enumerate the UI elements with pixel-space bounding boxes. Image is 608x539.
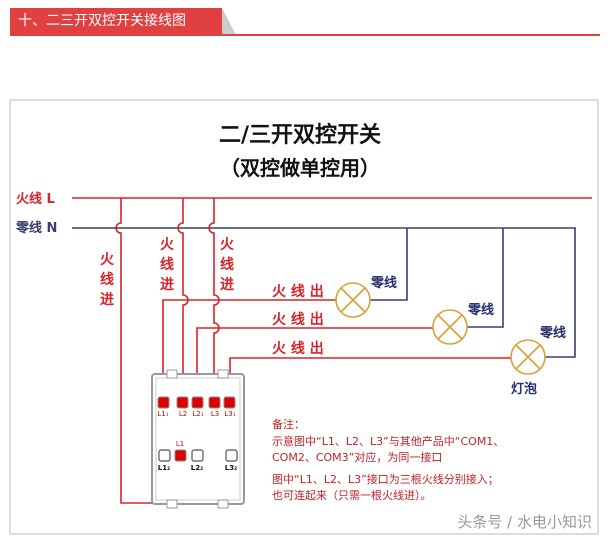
terminal-label: L1 [176,440,184,448]
terminal-label: L3 [211,410,219,418]
live-in-label-3: 线 [220,256,234,273]
live-out-label-2: 火 线 出 [272,311,324,328]
terminal-label: L2 [179,410,187,418]
neutral-wires [72,227,576,358]
live-in-label-1: 火 [100,252,115,268]
neutral-label-1: 零线 [370,275,397,291]
live-in-label-2: 线 [160,256,174,273]
neutral-label-3: 零线 [539,325,566,341]
live-in-label-1: 线 [100,271,114,288]
diagram-title: 二/三开双控开关 [219,122,381,148]
header-corner [222,8,236,35]
terminal-label: L3₂ [225,464,237,472]
note-heading: 备注： [272,417,305,431]
live-out-wire-1 [162,299,336,398]
neutral-label-2: 零线 [467,302,494,318]
diagram-frame [9,99,599,535]
terminal-label: L1₂ [158,464,170,472]
live-in-label-3: 火 [220,237,235,253]
note-line: 示意图中“L1、L2、L3”与其他产品中“COM1、 [272,434,504,448]
live-in-label-1: 进 [100,292,114,308]
section-header: 十、二三开双控开关接线图 [10,8,222,35]
note-line: COM2、COM3”对应，为同一接口 [272,450,442,464]
neutral-label: 零线 N [15,220,57,236]
switch-body: L1₁ L2 L2₁ L3 L3₁ L1 L1₂ L2₂ L3₂ [151,369,245,509]
live-in-label-2: 火 [160,237,175,253]
bulb-label: 灯泡 [511,381,537,397]
live-in-wire-2 [177,198,189,398]
terminal-label: L3₁ [224,410,235,418]
terminal-label: L2₂ [191,464,203,472]
header-divider [10,34,600,36]
terminal-label: L1₁ [157,410,168,418]
lamp-1 [335,282,371,318]
lamp-2 [432,309,468,345]
note-line: 图中“L1、L2、L3”接口为三根火线分别接入； [272,472,499,486]
live-in-label-3: 进 [220,277,234,293]
terminal-label: L2₁ [192,410,203,418]
live-in-wire-1 [115,198,181,504]
lamp-3 [510,339,546,375]
live-out-label-1: 火 线 出 [272,283,324,300]
live-out-wire-3 [229,357,511,398]
note-line: 也可连起来（只需一根火线进）。 [272,488,432,502]
live-in-label-2: 进 [160,277,174,293]
live-out-label-3: 火 线 出 [272,340,324,357]
diagram-subtitle: （双控做单控用） [220,156,380,180]
watermark: 头条号 / 水电小知识 [457,513,592,531]
live-label: 火线 L [16,191,55,207]
